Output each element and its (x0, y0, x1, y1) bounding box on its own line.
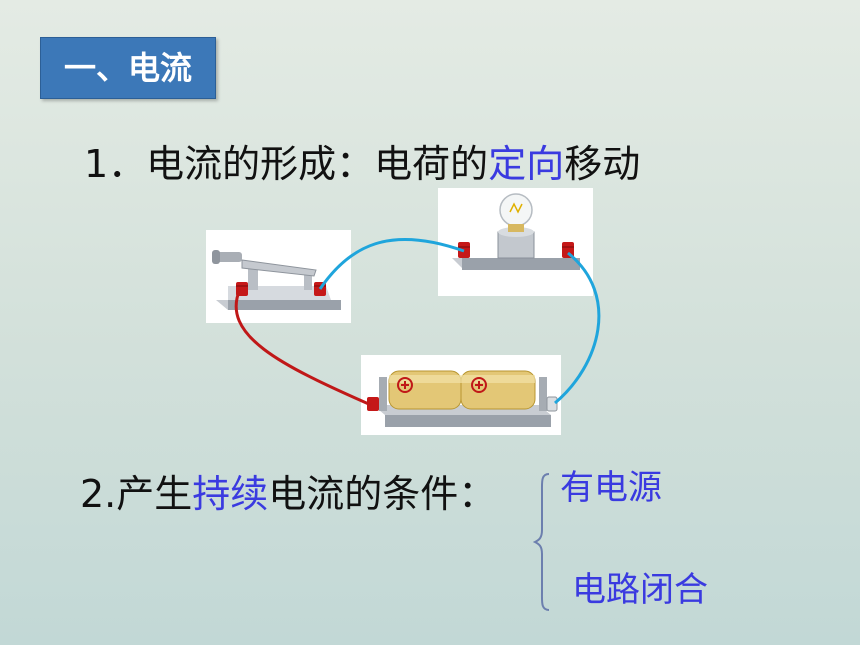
point-2-suffix: 电流的条件： (268, 472, 497, 516)
point-2-text: 2.产生持续电流的条件： (80, 463, 496, 518)
circuit-diagram (200, 185, 610, 440)
point-1-prefix: 1．电流的形成：电荷的 (84, 142, 489, 186)
point-1-highlight: 定向 (488, 142, 565, 186)
condition-power-source: 有电源 (560, 468, 662, 508)
point-2-highlight: 持续 (192, 472, 269, 516)
battery-icon (361, 355, 561, 435)
knife-switch-icon (206, 230, 351, 323)
circuit-wires (234, 237, 601, 407)
condition-closed-circuit: 电路闭合 (572, 570, 708, 610)
point-1-suffix: 移动 (564, 142, 641, 186)
slide-title: 一、电流 (40, 37, 216, 99)
curly-brace-icon (533, 473, 550, 611)
point-2-prefix: 2.产生 (80, 472, 193, 516)
point-1-text: 1．电流的形成：电荷的定向移动 (84, 133, 640, 188)
